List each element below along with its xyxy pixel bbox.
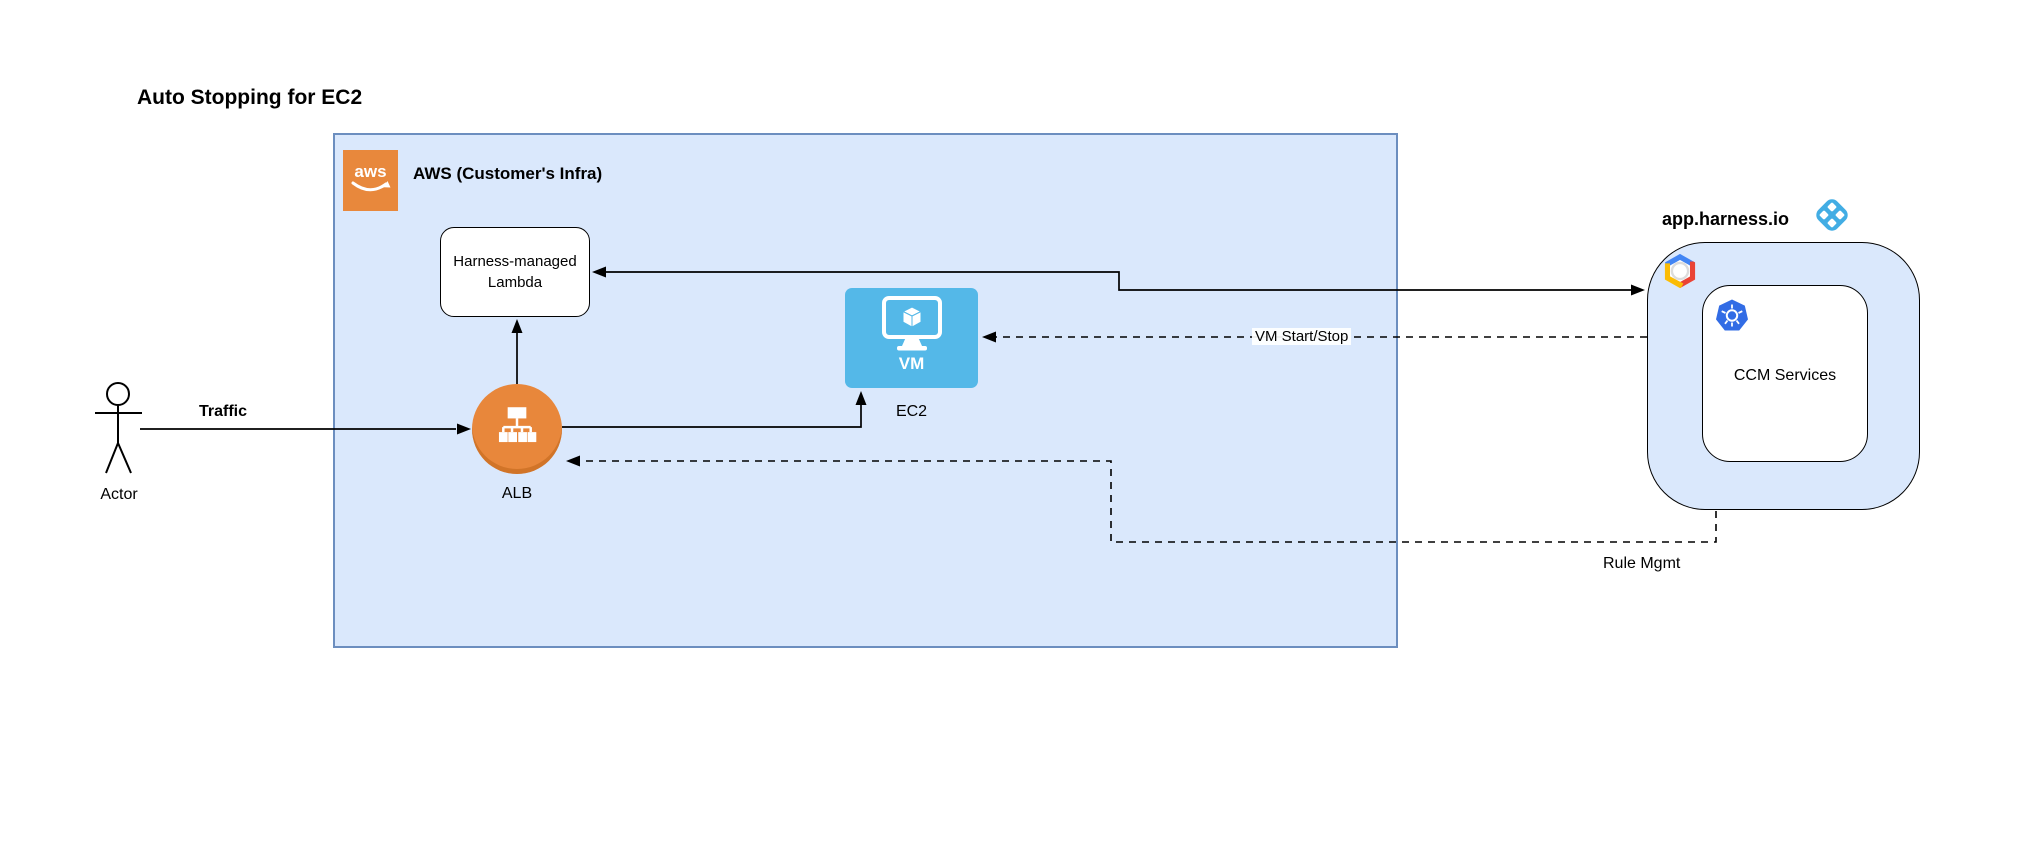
vm-inner-label: VM bbox=[898, 354, 925, 373]
edge-label-rule-mgmt: Rule Mgmt bbox=[1603, 555, 1681, 572]
stick-figure-icon bbox=[95, 382, 142, 474]
aws-logo-icon: aws bbox=[343, 150, 398, 211]
ccm-node-label: CCM Services bbox=[1733, 367, 1837, 384]
actor-node-label: Actor bbox=[100, 486, 138, 503]
harness-logo-icon bbox=[1816, 199, 1848, 231]
lambda-node-label: Harness-managed Lambda bbox=[453, 253, 577, 291]
load-balancer-icon bbox=[498, 407, 537, 443]
node-harness-managed-lambda: Harness-managed Lambda bbox=[440, 227, 590, 317]
edge-label-traffic: Traffic bbox=[198, 403, 247, 420]
aws-smile-icon bbox=[351, 180, 390, 191]
edge-label-vm-start-stop: VM Start/Stop bbox=[1252, 328, 1352, 345]
vm-monitor-icon bbox=[881, 296, 942, 351]
alb-node-label: ALB bbox=[501, 485, 533, 502]
kubernetes-icon bbox=[1716, 299, 1748, 331]
node-alb bbox=[472, 384, 562, 474]
aws-container-label: AWS (Customer's Infra) bbox=[413, 164, 603, 183]
aws-logo-text: aws bbox=[354, 161, 387, 181]
harness-site-label: app.harness.io bbox=[1662, 209, 1790, 229]
google-cloud-icon bbox=[1664, 253, 1696, 289]
node-ec2-vm: VM bbox=[845, 288, 978, 388]
ec2-node-label: EC2 bbox=[895, 403, 928, 420]
page-title: Auto Stopping for EC2 bbox=[137, 86, 363, 109]
edge-ccm-lambda-arrowhead-right bbox=[1631, 284, 1645, 296]
